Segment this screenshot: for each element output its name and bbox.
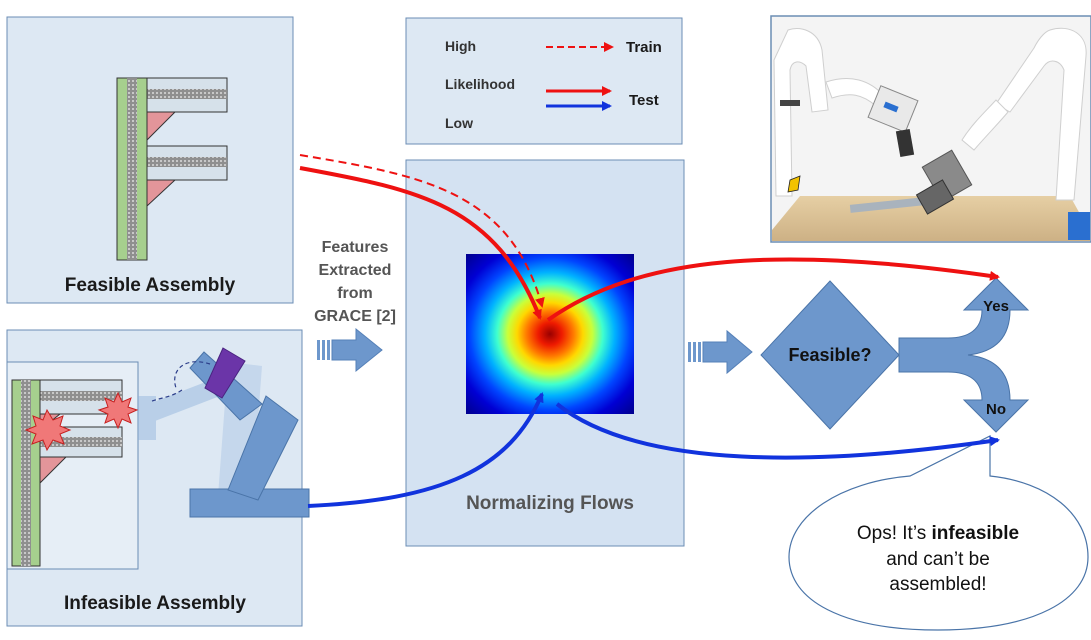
test-arrow-feasible-out: [546, 257, 1000, 322]
infeasible-assembly-panel: Infeasible Assembly: [6, 329, 310, 627]
features-line-3: from: [337, 285, 373, 302]
collision-star-icon: [97, 391, 139, 430]
decision-label: Feasible?: [788, 345, 871, 365]
normalizing-flows-panel: Normalizing Flows: [405, 159, 685, 547]
infeasible-assembly-drawing: [11, 379, 139, 567]
test-arrow-feasible-in: [299, 166, 542, 320]
block-arrow-icon: [317, 327, 383, 373]
y-split-arrow-icon: Yes No: [898, 277, 1030, 433]
features-line-2: Extracted: [319, 262, 392, 279]
decision-yes-label: Yes: [983, 298, 1009, 315]
callout-line-2: and can’t be: [886, 549, 990, 570]
normalizing-flows-caption: Normalizing Flows: [466, 493, 634, 514]
decision-diamond-icon: Feasible?: [760, 280, 900, 430]
legend-test: Test: [629, 92, 659, 109]
legend-box: High Likelihood Low Train Test: [405, 17, 683, 145]
feasible-assembly-panel: Feasible Assembly: [6, 16, 294, 304]
legend-likelihood: Likelihood: [445, 76, 515, 92]
collision-star-icon: [24, 408, 72, 452]
block-arrow-icon: [688, 329, 753, 375]
feasible-assembly-drawing: [116, 77, 228, 261]
decision-no-label: No: [986, 401, 1006, 418]
test-arrow-infeasible-out: [555, 402, 1000, 460]
robot-photo: [770, 15, 1091, 243]
callout-bold: infeasible: [931, 523, 1019, 544]
heatmap-icon: [466, 254, 634, 414]
feasible-assembly-caption: Feasible Assembly: [65, 275, 236, 296]
legend-low: Low: [445, 115, 473, 131]
features-line-4: GRACE [2]: [314, 308, 396, 325]
robot-arm: [149, 347, 310, 518]
infeasible-assembly-caption: Infeasible Assembly: [64, 593, 246, 614]
callout-line-3: assembled!: [889, 574, 986, 595]
features-line-1: Features: [322, 239, 389, 256]
train-arrow-dashed: [299, 154, 545, 308]
legend-high: High: [445, 38, 476, 54]
speech-bubble-icon: Ops! It’s infeasible and can’t be assemb…: [788, 435, 1089, 631]
callout-line-1: Ops! It’s infeasible: [857, 523, 1019, 544]
features-label: Features Extracted from GRACE [2]: [314, 239, 396, 325]
legend-train: Train: [626, 39, 662, 56]
callout-prefix: Ops! It’s: [857, 523, 932, 544]
test-arrow-infeasible-in: [307, 392, 544, 508]
